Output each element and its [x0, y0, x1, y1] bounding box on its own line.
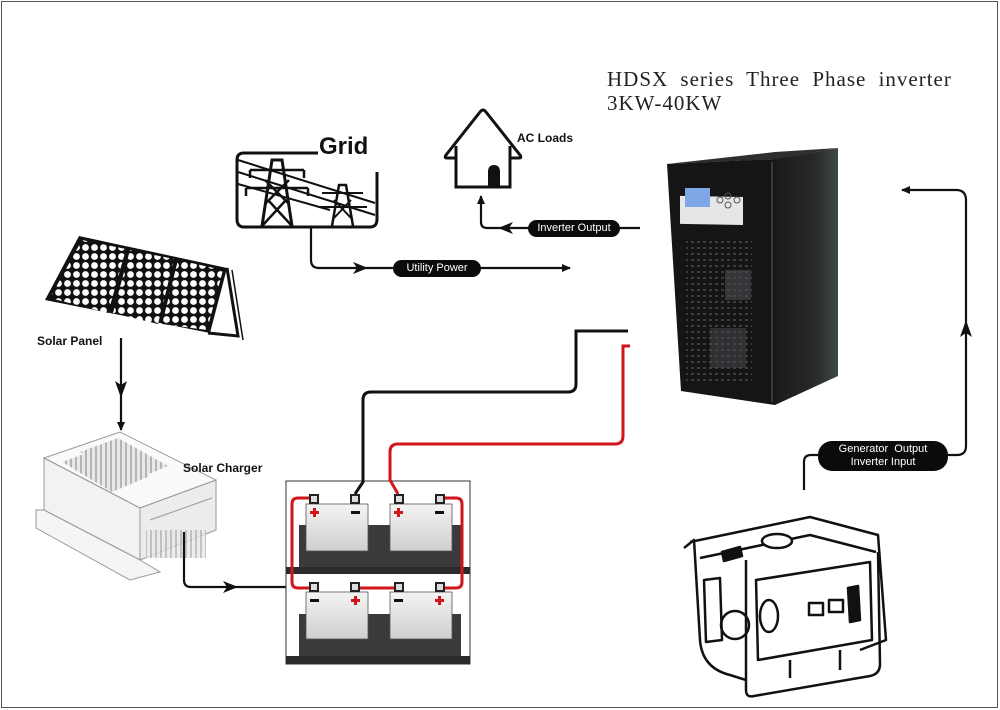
solar-charger-icon	[35, 431, 218, 581]
charger-to-battery-line	[182, 532, 295, 589]
inverter-input-text: Inverter Input	[850, 456, 916, 468]
utility-power-arrowhead	[353, 262, 368, 274]
positive-cable	[388, 344, 630, 495]
generator-output-pill: Generator Output Inverter Input	[818, 441, 948, 471]
ac-loads-label: AC Loads	[517, 131, 574, 145]
grid-tower-icon	[235, 151, 379, 229]
solar-charger-label: Solar Charger	[183, 461, 263, 475]
solar-panel-label: Solar Panel	[37, 334, 103, 348]
charger-to-battery-arrowhead	[223, 581, 238, 593]
generator-icon	[683, 515, 888, 698]
title-line-2: 3KW-40KW	[607, 91, 723, 115]
generator-up-arrowhead	[960, 320, 972, 337]
grid-label: Grid	[319, 133, 369, 160]
inverter-output-arrowhead	[498, 222, 513, 234]
inverter-output-pill: Inverter Output	[528, 220, 620, 237]
inverter-output-line	[477, 195, 640, 230]
negative-cable	[353, 329, 628, 495]
solar-panel-icon	[45, 236, 244, 341]
inverter-cabinet	[667, 148, 838, 405]
title-line-1: HDSX series Three Phase inverter	[607, 67, 952, 91]
generator-return-line	[901, 186, 968, 457]
inverter-lcd	[685, 188, 710, 207]
utility-power-pill: Utility Power	[393, 260, 481, 277]
battery-bank	[285, 480, 471, 665]
utility-power-line	[309, 227, 571, 272]
generator-line	[802, 453, 820, 490]
house-icon	[443, 108, 523, 189]
solar-to-charger-arrowhead	[115, 381, 127, 398]
generator-output-text: Generator Output	[838, 443, 928, 455]
diagram-title: HDSX series Three Phase inverter 3KW-40K…	[607, 67, 952, 115]
